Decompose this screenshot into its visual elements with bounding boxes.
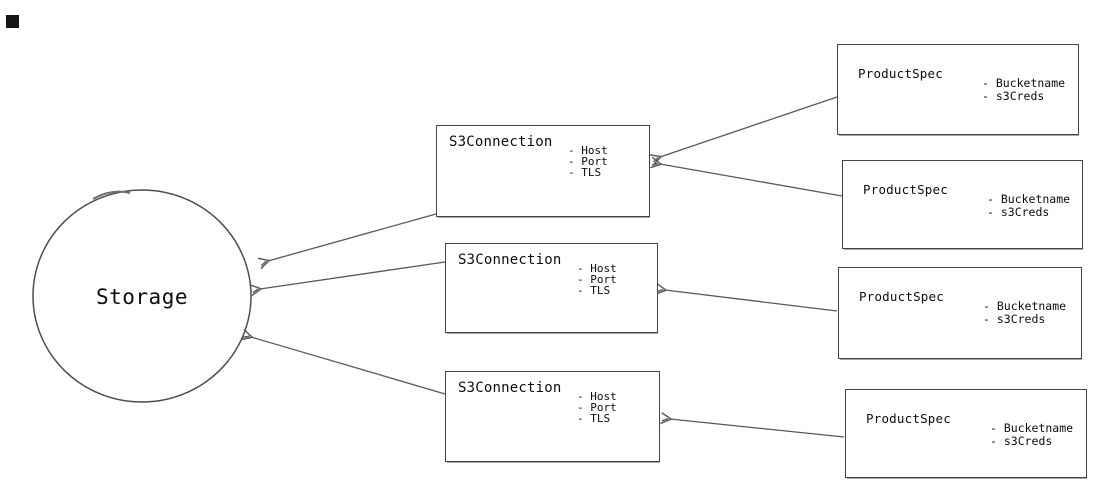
node-title: ProductSpec: [863, 182, 948, 197]
arrow-s3connection2-to-storage: [250, 261, 446, 297]
attribute-item: - TLS: [577, 284, 611, 297]
node-title: ProductSpec: [866, 411, 951, 426]
s3connection-node-1[interactable]: S3Connection - Host - Port - TLS: [436, 125, 650, 217]
attribute-item: - Port: [577, 401, 617, 414]
node-title: ProductSpec: [858, 66, 943, 81]
attribute-item: - s3Creds: [990, 434, 1053, 448]
s3connection-node-3[interactable]: S3Connection - Host - Port - TLS: [445, 371, 660, 462]
node-attributes: - Bucketname - s3Creds: [982, 77, 1065, 103]
arrow-productspec3-to-s3connection2: [655, 283, 838, 312]
node-attributes: - Host - Port - TLS: [577, 391, 617, 424]
productspec-node-4[interactable]: ProductSpec - Bucketname - s3Creds: [845, 389, 1087, 478]
node-title: S3Connection: [458, 380, 562, 396]
node-title: S3Connection: [449, 134, 553, 150]
attribute-item: - Bucketname: [987, 192, 1071, 206]
attribute-item: - Port: [568, 155, 608, 168]
attribute-item: - Bucketname: [990, 421, 1074, 435]
attribute-item: - s3Creds: [987, 205, 1050, 219]
arrow-s3connection1-to-storage: [257, 213, 437, 270]
attribute-item: - Host: [577, 262, 617, 275]
attribute-item: - Bucketname: [982, 76, 1066, 90]
productspec-node-3[interactable]: ProductSpec - Bucketname - s3Creds: [838, 267, 1082, 359]
attribute-item: - Port: [577, 273, 617, 286]
node-attributes: - Bucketname - s3Creds: [987, 193, 1070, 219]
node-attributes: - Host - Port - TLS: [577, 263, 617, 296]
attribute-item: - Host: [577, 390, 617, 403]
sketch-seam: [92, 190, 131, 200]
arrow-productspec4-to-s3connection3: [660, 412, 845, 438]
s3connection-node-2[interactable]: S3Connection - Host - Port - TLS: [445, 243, 658, 333]
attribute-item: - s3Creds: [983, 312, 1046, 326]
productspec-node-1[interactable]: ProductSpec - Bucketname - s3Creds: [837, 44, 1079, 135]
arrow-productspec2-to-s3connection1: [650, 156, 843, 197]
attribute-item: - Host: [568, 144, 608, 157]
node-title: ProductSpec: [859, 289, 944, 304]
node-attributes: - Bucketname - s3Creds: [983, 300, 1066, 326]
attribute-item: - TLS: [577, 412, 611, 425]
storage-node-label: Storage: [95, 285, 188, 309]
arrow-productspec1-to-s3connection1: [649, 96, 838, 166]
productspec-node-2[interactable]: ProductSpec - Bucketname - s3Creds: [842, 160, 1083, 249]
node-title: S3Connection: [458, 252, 562, 268]
attribute-item: - s3Creds: [982, 89, 1045, 103]
node-attributes: - Bucketname - s3Creds: [990, 422, 1073, 448]
arrow-s3connection3-to-storage: [240, 328, 446, 395]
attribute-item: - Bucketname: [983, 299, 1067, 313]
node-attributes: - Host - Port - TLS: [568, 145, 608, 178]
corner-mark: [6, 15, 19, 28]
attribute-item: - TLS: [568, 166, 602, 179]
